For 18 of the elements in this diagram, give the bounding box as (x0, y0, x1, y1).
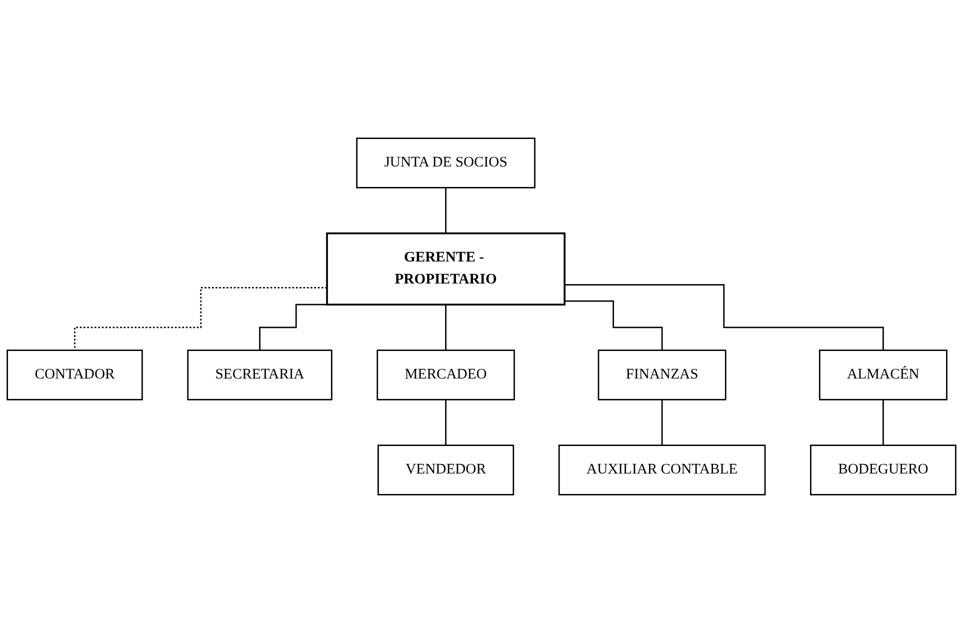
node-box: ALMACÉN (818, 350, 948, 400)
node-box: GERENTE - PROPIETARIO (326, 232, 566, 306)
node-box: JUNTA DE SOCIOS (356, 138, 536, 188)
node-box: SECRETARIA (187, 350, 332, 400)
node-box: CONTADOR (6, 350, 143, 400)
node-box: VENDEDOR (378, 444, 514, 496)
connector (445, 398, 446, 446)
connector (74, 287, 327, 351)
node-box: AUXILIAR CONTABLE (558, 444, 766, 496)
node-box: FINANZAS (598, 350, 726, 400)
connector (564, 300, 663, 351)
node-box: MERCADEO (376, 350, 515, 400)
connector (445, 304, 446, 351)
connector (564, 284, 884, 351)
connector (661, 398, 663, 446)
connector (445, 186, 446, 234)
node-box: BODEGUERO (810, 444, 956, 496)
connector (882, 398, 884, 446)
